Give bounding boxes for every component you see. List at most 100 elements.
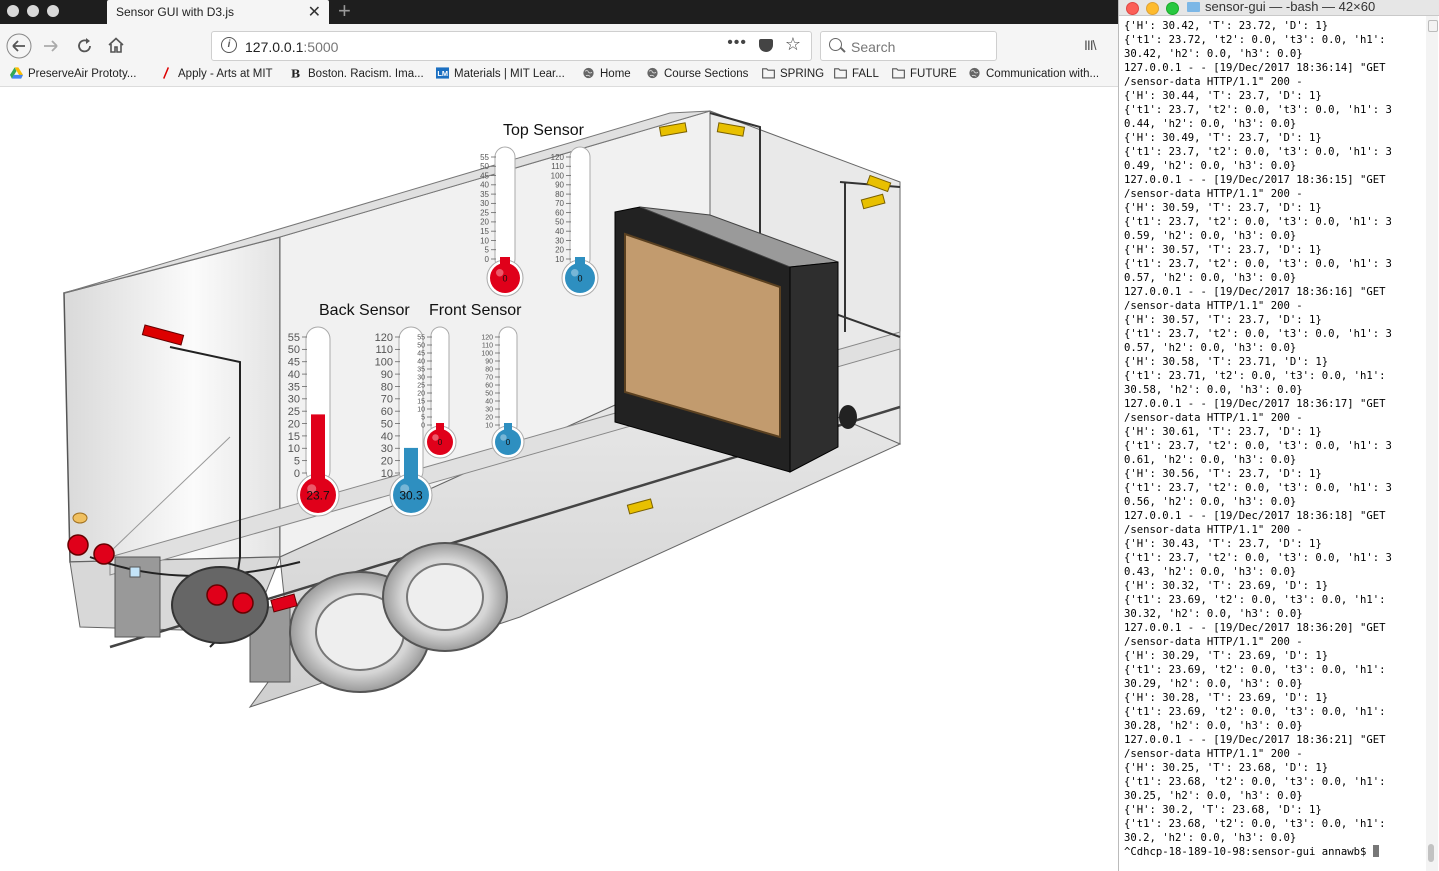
bookmark-label: FUTURE (910, 68, 957, 80)
bookmark-label: SPRING (780, 68, 825, 80)
bookmark-label: Communication with... (986, 68, 1100, 80)
tick-label: 90 (381, 369, 393, 381)
tick-label: 5 (485, 246, 490, 255)
minimize-window-button[interactable] (27, 5, 39, 17)
tick-label: 10 (480, 236, 489, 245)
svg-text:B: B (291, 68, 300, 79)
terminal-line: {'H': 30.32, 'T': 23.69, 'D': 1} (1124, 580, 1329, 592)
tick-label: 30 (417, 374, 425, 381)
bookmark-item[interactable]: PreserveAir Prototy... (10, 67, 136, 80)
folder-icon (1187, 2, 1200, 12)
terminal-line: {'t1': 23.7, 't2': 0.0, 't3': 0.0, 'h1':… (1124, 552, 1392, 564)
tick-label: 35 (480, 190, 489, 199)
tick-label: 20 (288, 418, 300, 430)
terminal-line: {'H': 30.58, 'T': 23.71, 'D': 1} (1124, 356, 1329, 368)
tick-label: 110 (375, 344, 393, 356)
tick-label: 5 (421, 414, 425, 421)
tick-label: 40 (485, 398, 493, 405)
tick-label: 120 (481, 334, 493, 341)
terminal-line: 127.0.0.1 - - [19/Dec/2017 18:36:17] "GE… (1124, 398, 1386, 410)
bookmark-item[interactable]: SPRING (762, 67, 824, 80)
tick-label: 0 (294, 468, 300, 480)
bookmark-item[interactable]: Apply - Arts at MIT (160, 67, 273, 80)
terminal-line: {'H': 30.29, 'T': 23.69, 'D': 1} (1124, 650, 1329, 662)
pocket-icon[interactable] (759, 39, 773, 52)
new-tab-button[interactable]: + (338, 0, 351, 23)
library-icon[interactable]: III\ (1084, 37, 1097, 53)
terminal-line: 0.43, 'h2': 0.0, 'h3': 0.0} (1124, 566, 1297, 578)
slash-icon (163, 67, 170, 79)
site-info-icon[interactable]: i (221, 37, 237, 53)
bookmark-label: Course Sections (664, 68, 749, 80)
terminal-line: /sensor-data HTTP/1.1" 200 - (1124, 300, 1303, 312)
rear-wheels (171, 542, 508, 693)
url-text[interactable]: 127.0.0.1:5000 (245, 39, 339, 55)
terminal-output[interactable]: {'H': 30.42, 'T': 23.72, 'D': 1}{'t1': 2… (1124, 19, 1424, 859)
tab-sensor-gui[interactable]: Sensor GUI with D3.js ✕ (107, 0, 329, 26)
terminal-prompt[interactable]: ^Cdhcp-18-189-10-98:sensor-gui annawb$ (1124, 845, 1424, 859)
terminal-minimize-button[interactable] (1146, 2, 1159, 15)
tick-label: 20 (480, 218, 489, 227)
tick-label: 15 (417, 398, 425, 405)
front-sensor-label: Front Sensor (429, 302, 522, 319)
terminal-line: 30.28, 'h2': 0.0, 'h3': 0.0} (1124, 720, 1303, 732)
terminal-line: {'t1': 23.71, 't2': 0.0, 't3': 0.0, 'h1'… (1124, 370, 1386, 382)
tab-close-icon[interactable]: ✕ (307, 4, 321, 21)
top-sensor-label: Top Sensor (503, 122, 584, 139)
terminal-line: {'t1': 23.68, 't2': 0.0, 't3': 0.0, 'h1'… (1124, 818, 1386, 830)
split-pane-icon[interactable] (1428, 20, 1438, 32)
home-icon[interactable] (107, 36, 125, 54)
bookmark-item[interactable]: Home (582, 67, 631, 80)
tick-label: 90 (555, 181, 564, 190)
terminal-line: 0.44, 'h2': 0.0, 'h3': 0.0} (1124, 118, 1297, 130)
bookmark-label: Apply - Arts at MIT (178, 68, 273, 80)
tick-label: 25 (417, 382, 425, 389)
terminal-line: /sensor-data HTTP/1.1" 200 - (1124, 76, 1303, 88)
forward-arrow-icon[interactable] (42, 37, 60, 55)
terminal-line: {'t1': 23.69, 't2': 0.0, 't3': 0.0, 'h1'… (1124, 594, 1386, 606)
bookmark-item[interactable]: Course Sections (646, 67, 748, 80)
reload-icon[interactable] (76, 37, 94, 55)
tick-label: 30 (480, 199, 489, 208)
bookmark-star-icon[interactable]: ☆ (784, 34, 801, 54)
search-input[interactable]: Search (820, 31, 997, 61)
tick-label: 15 (288, 431, 300, 443)
gothic-b-icon: B (291, 68, 300, 79)
tick-label: 80 (555, 190, 564, 199)
folder-icon (834, 68, 847, 79)
page-actions-icon[interactable]: ••• (727, 34, 747, 51)
terminal-cursor (1372, 845, 1379, 857)
tick-label: 40 (381, 431, 393, 443)
tick-label: 20 (485, 414, 493, 421)
tick-label: 60 (381, 406, 393, 418)
terminal-line: {'t1': 23.7, 't2': 0.0, 't3': 0.0, 'h1':… (1124, 482, 1392, 494)
back-sensor-label: Back Sensor (319, 302, 410, 319)
bookmark-item[interactable]: FUTURE (892, 67, 957, 80)
tick-label: 30 (381, 443, 393, 455)
thermometer-bulb (495, 429, 521, 455)
terminal-line: 30.58, 'h2': 0.0, 'h3': 0.0} (1124, 384, 1303, 396)
terminal-line: 30.42, 'h2': 0.0, 'h3': 0.0} (1124, 48, 1303, 60)
trailer-lights (67, 122, 892, 614)
terminal-line: 30.2, 'h2': 0.0, 'h3': 0.0} (1124, 832, 1297, 844)
bookmark-item[interactable]: Communication with... (968, 67, 1099, 80)
close-window-button[interactable] (7, 5, 19, 17)
tick-label: 50 (480, 162, 489, 171)
terminal-zoom-button[interactable] (1166, 2, 1179, 15)
terminal-scrollbar[interactable] (1426, 16, 1438, 871)
terminal-line: 30.29, 'h2': 0.0, 'h3': 0.0} (1124, 678, 1303, 690)
tick-label: 30 (485, 406, 493, 413)
tick-label: 70 (555, 199, 564, 208)
back-button[interactable] (6, 33, 32, 59)
terminal-line: {'t1': 23.7, 't2': 0.0, 't3': 0.0, 'h1':… (1124, 258, 1392, 270)
terminal-close-button[interactable] (1126, 2, 1139, 15)
zoom-window-button[interactable] (47, 5, 59, 17)
bookmark-item[interactable]: FALL (834, 67, 879, 80)
browser-window: Sensor GUI with D3.js ✕ + i 127.0.0.1:50… (0, 0, 1118, 871)
terminal-line: 127.0.0.1 - - [19/Dec/2017 18:36:18] "GE… (1124, 510, 1386, 522)
tick-label: 80 (485, 366, 493, 373)
url-bar[interactable]: i 127.0.0.1:5000 ••• ☆ (211, 31, 812, 61)
scrollbar-thumb[interactable] (1428, 844, 1434, 862)
